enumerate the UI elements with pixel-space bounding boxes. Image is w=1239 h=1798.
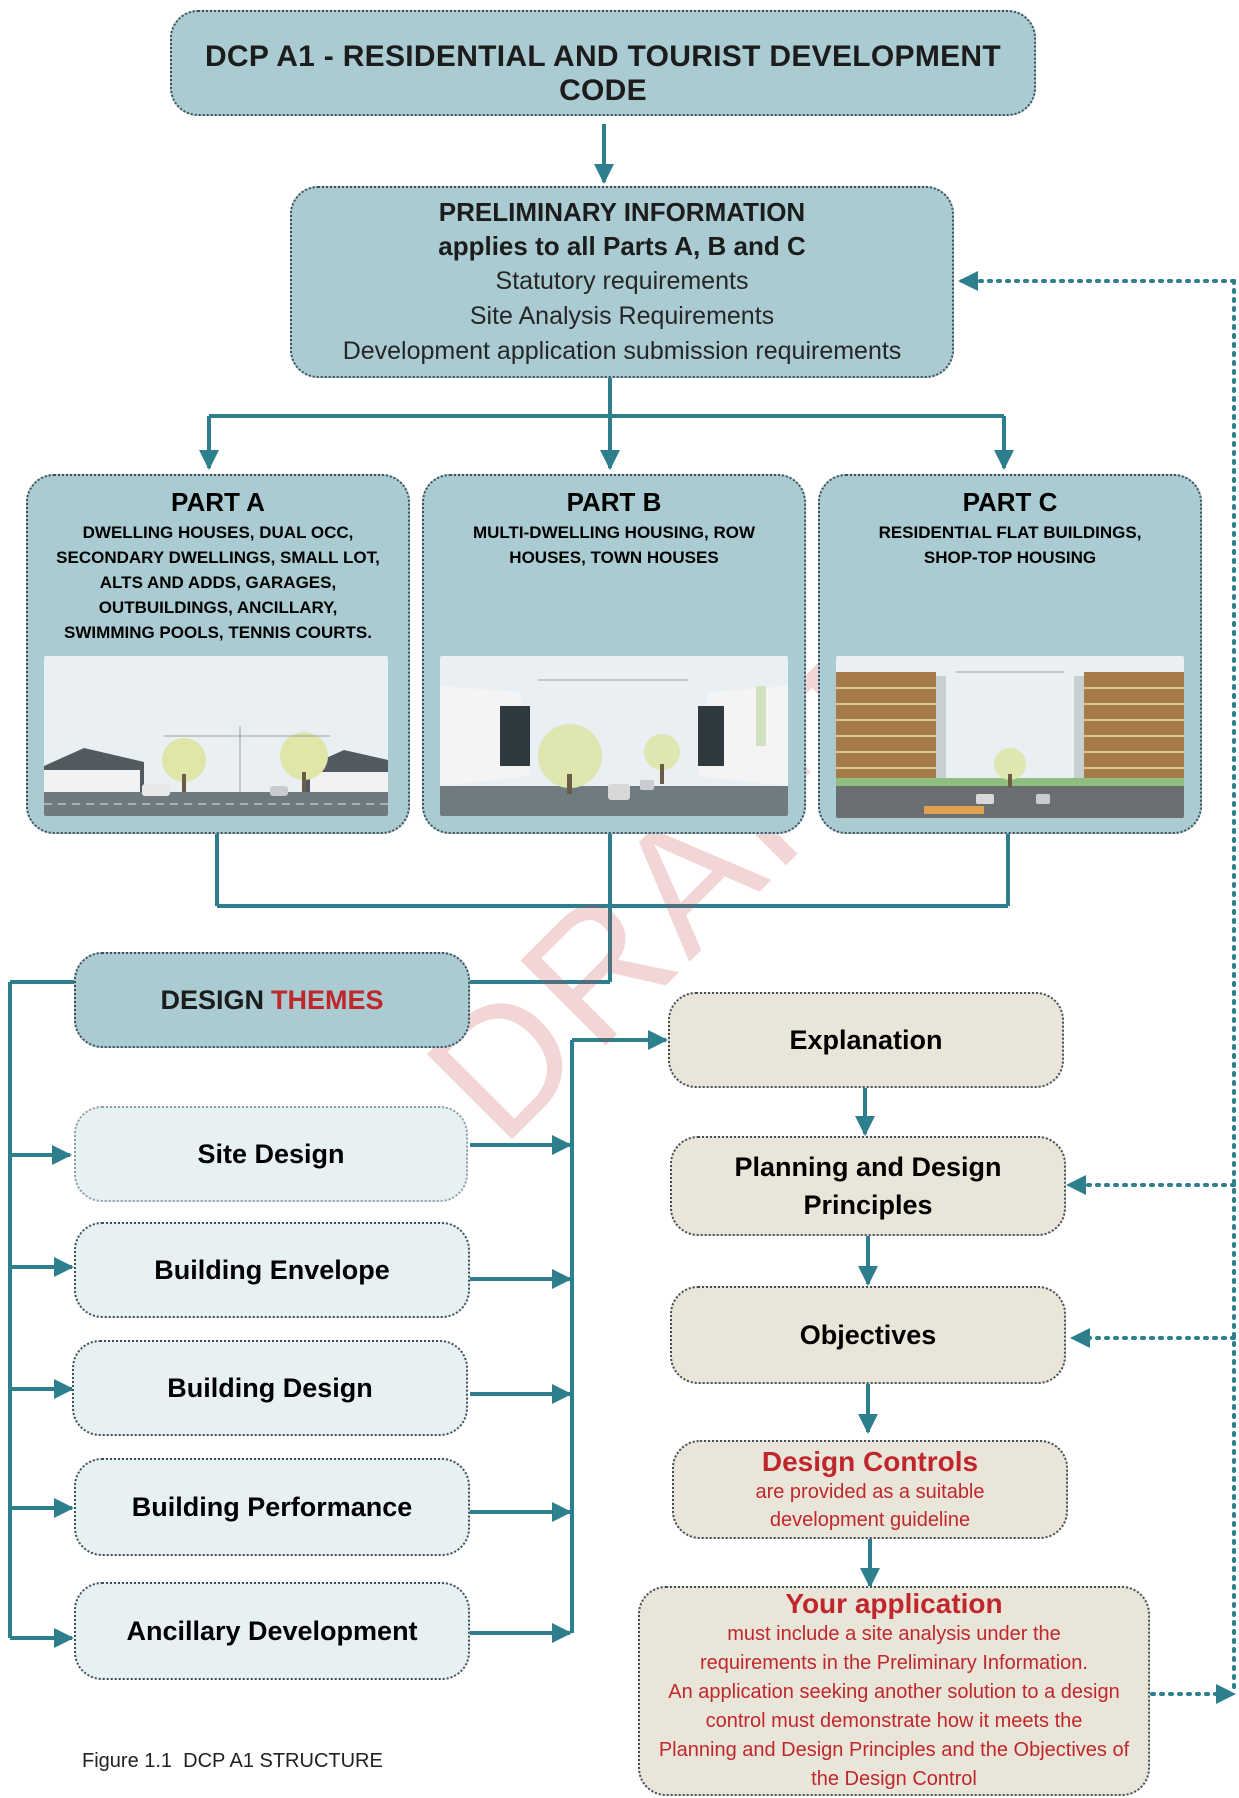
- part-b-description: MULTI-DWELLING HOUSING, ROW HOUSES, TOWN…: [472, 523, 756, 567]
- principles-label: Planning and Design Principles: [734, 1152, 1002, 1220]
- application-box: Your application must include a site ana…: [638, 1586, 1150, 1796]
- arrowhead-application-out: [1216, 1684, 1236, 1704]
- part-b-illustration: [440, 656, 788, 816]
- part-c-illustration: [836, 656, 1184, 818]
- objectives-box: Objectives: [670, 1286, 1066, 1384]
- theme-ancillary-development: Ancillary Development: [74, 1582, 470, 1680]
- theme-building-envelope: Building Envelope: [74, 1222, 470, 1318]
- theme-building-design: Building Design: [72, 1340, 468, 1436]
- preliminary-heading: PRELIMINARY INFORMATION: [438, 197, 806, 227]
- arrowhead-principles: [1066, 1175, 1086, 1195]
- part-a-illustration: [44, 656, 388, 816]
- application-line: must include a site analysis under the: [727, 1623, 1061, 1645]
- application-line: requirements in the Preliminary Informat…: [700, 1652, 1088, 1674]
- part-a-description: DWELLING HOUSES, DUAL OCC, SECONDARY DWE…: [56, 523, 380, 642]
- part-a-title: PART A: [171, 487, 265, 517]
- design-controls-title: Design Controls: [761, 1445, 979, 1477]
- preliminary-line: Site Analysis Requirements: [469, 302, 775, 330]
- application-line: the Design Control: [811, 1768, 977, 1790]
- design-themes-label: DESIGN: [160, 984, 264, 1015]
- theme-building-performance: Building Performance: [74, 1458, 470, 1556]
- design-controls-box: Design Controls are provided as a suitab…: [672, 1440, 1068, 1539]
- application-line: Planning and Design Principles and the O…: [658, 1739, 1130, 1761]
- design-controls-text: are provided as a suitable development g…: [755, 1480, 985, 1531]
- theme-site-design: Site Design: [74, 1106, 468, 1202]
- application-line: An application seeking another solution …: [668, 1681, 1120, 1703]
- principles-box: Planning and Design Principles: [670, 1136, 1066, 1236]
- theme-label: Ancillary Development: [126, 1615, 418, 1646]
- preliminary-subheading: applies to all Parts A, B and C: [438, 231, 806, 261]
- application-title: Your application: [785, 1588, 1003, 1619]
- explanation-label: Explanation: [789, 1024, 943, 1055]
- design-themes-box: DESIGN THEMES: [74, 952, 470, 1048]
- theme-label: Building Envelope: [154, 1254, 390, 1285]
- arrowhead-objectives: [1070, 1328, 1090, 1348]
- arrowhead-preliminary: [958, 271, 978, 291]
- theme-label: Site Design: [197, 1138, 345, 1169]
- part-c-description: RESIDENTIAL FLAT BUILDINGS, SHOP-TOP HOU…: [878, 523, 1142, 567]
- part-c-title: PART C: [962, 487, 1058, 517]
- theme-label: Building Performance: [131, 1491, 413, 1522]
- application-line: control must demonstrate how it meets th…: [705, 1710, 1083, 1732]
- design-themes-label-accent: THEMES: [271, 984, 384, 1015]
- preliminary-box: PRELIMINARY INFORMATION applies to all P…: [290, 186, 954, 378]
- objectives-label: Objectives: [799, 1319, 937, 1350]
- part-b-title: PART B: [566, 487, 662, 517]
- page-title: DCP A1 - RESIDENTIAL AND TOURIST DEVELOP…: [204, 40, 1002, 107]
- theme-label: Building Design: [167, 1372, 373, 1403]
- figure-caption: Figure 1.1 DCP A1 STRUCTURE: [82, 1750, 383, 1772]
- preliminary-line: Statutory requirements: [495, 267, 749, 295]
- title-box: DCP A1 - RESIDENTIAL AND TOURIST DEVELOP…: [170, 10, 1036, 116]
- preliminary-line: Development application submission requi…: [342, 337, 902, 365]
- explanation-box: Explanation: [668, 992, 1064, 1088]
